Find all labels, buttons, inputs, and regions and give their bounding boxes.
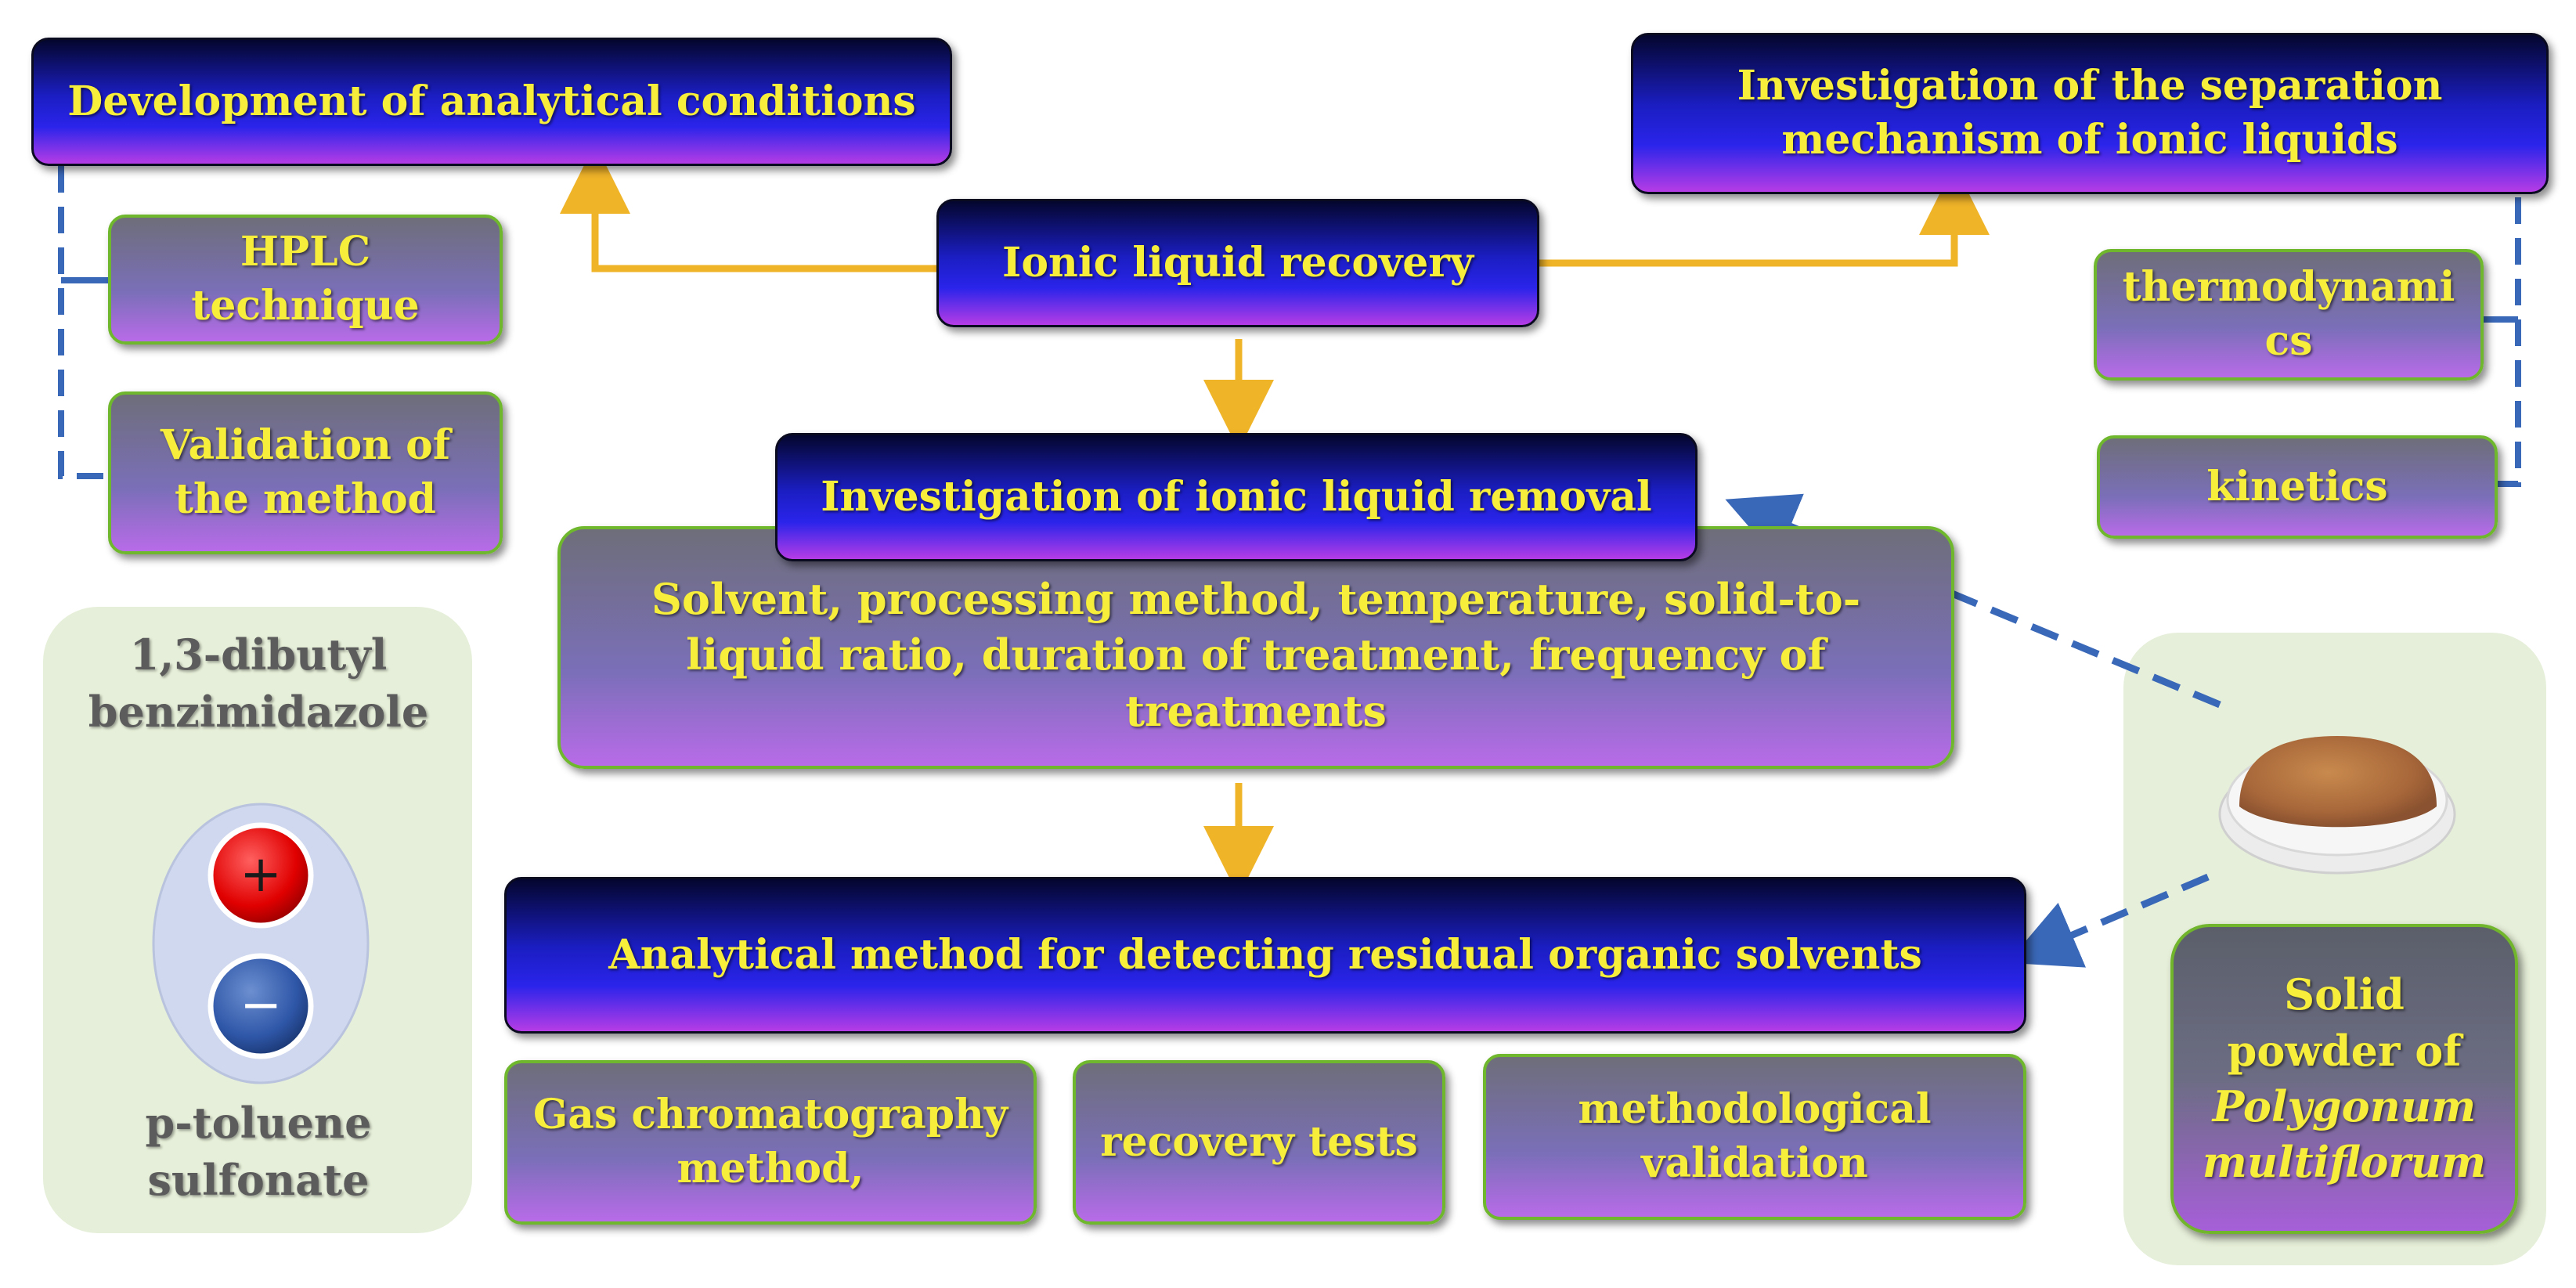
minus-sign: − (240, 976, 282, 1034)
removal-factors-text: Solvent, processing method, temperature,… (651, 574, 1861, 736)
recovery-tests-text: recovery tests (1100, 1117, 1418, 1166)
kinetics-text: kinetics (2206, 462, 2388, 511)
hplc-text: HPLC technique (191, 228, 420, 330)
box-recovery-tests: recovery tests (1073, 1060, 1445, 1225)
sample-line-4: multiflorum (2202, 1137, 2487, 1188)
box-ionic-recovery: Ionic liquid recovery (936, 199, 1539, 327)
separation-mechanism-text: Investigation of the separation mechanis… (1737, 62, 2443, 164)
arrow-to-analytical-conditions (560, 143, 936, 272)
methodological-validation-text: methodological validation (1578, 1085, 1932, 1187)
cation-circle (207, 822, 314, 929)
thermodynamics-text: thermodynami cs (2122, 263, 2455, 365)
anion-circle (207, 953, 314, 1059)
ionic-recovery-text: Ionic liquid recovery (1002, 238, 1474, 287)
box-gc-method: Gas chromatography method, (504, 1060, 1037, 1225)
anion-name: p-toluene sulfonate (145, 1098, 372, 1205)
sample-line-2: powder of (2227, 1025, 2462, 1076)
ion-pair-ellipse (152, 803, 370, 1084)
box-removal-factors: Solvent, processing method, temperature,… (557, 526, 1954, 769)
sample-line-3: Polygonum (2212, 1081, 2477, 1131)
cation-name: 1,3-dibutyl benzimidazole (88, 630, 429, 737)
box-removal: Investigation of ionic liquid removal (775, 433, 1697, 561)
box-analytical-conditions: Development of analytical conditions (31, 38, 952, 166)
box-validation-method: Validation of the method (108, 391, 503, 554)
analytical-conditions-text: Development of analytical conditions (67, 77, 916, 125)
arrow-to-separation-mechanism (1539, 164, 1990, 267)
box-sample: Solid powder of Polygonum multiflorum (2170, 924, 2518, 1234)
powder-dish-image (2218, 736, 2456, 875)
box-residual-method: Analytical method for detecting residual… (504, 877, 2026, 1034)
box-thermodynamics: thermodynami cs (2094, 249, 2484, 381)
box-methodological-validation: methodological validation (1483, 1054, 2026, 1220)
sample-arrow-to-residual (2007, 873, 2210, 968)
left-bracket (58, 166, 108, 479)
box-hplc: HPLC technique (108, 215, 503, 345)
validation-method-text: Validation of the method (160, 421, 451, 523)
box-kinetics: kinetics (2097, 435, 2498, 539)
sample-line-1: Solid (2284, 969, 2405, 1020)
gc-method-text: Gas chromatography method, (532, 1091, 1008, 1192)
residual-method-text: Analytical method for detecting residual… (608, 930, 1922, 979)
plus-sign: + (240, 846, 282, 904)
box-separation-mechanism: Investigation of the separation mechanis… (1631, 33, 2549, 194)
removal-text: Investigation of ionic liquid removal (821, 472, 1652, 521)
ion-pair-illustration: + − (152, 803, 370, 1084)
